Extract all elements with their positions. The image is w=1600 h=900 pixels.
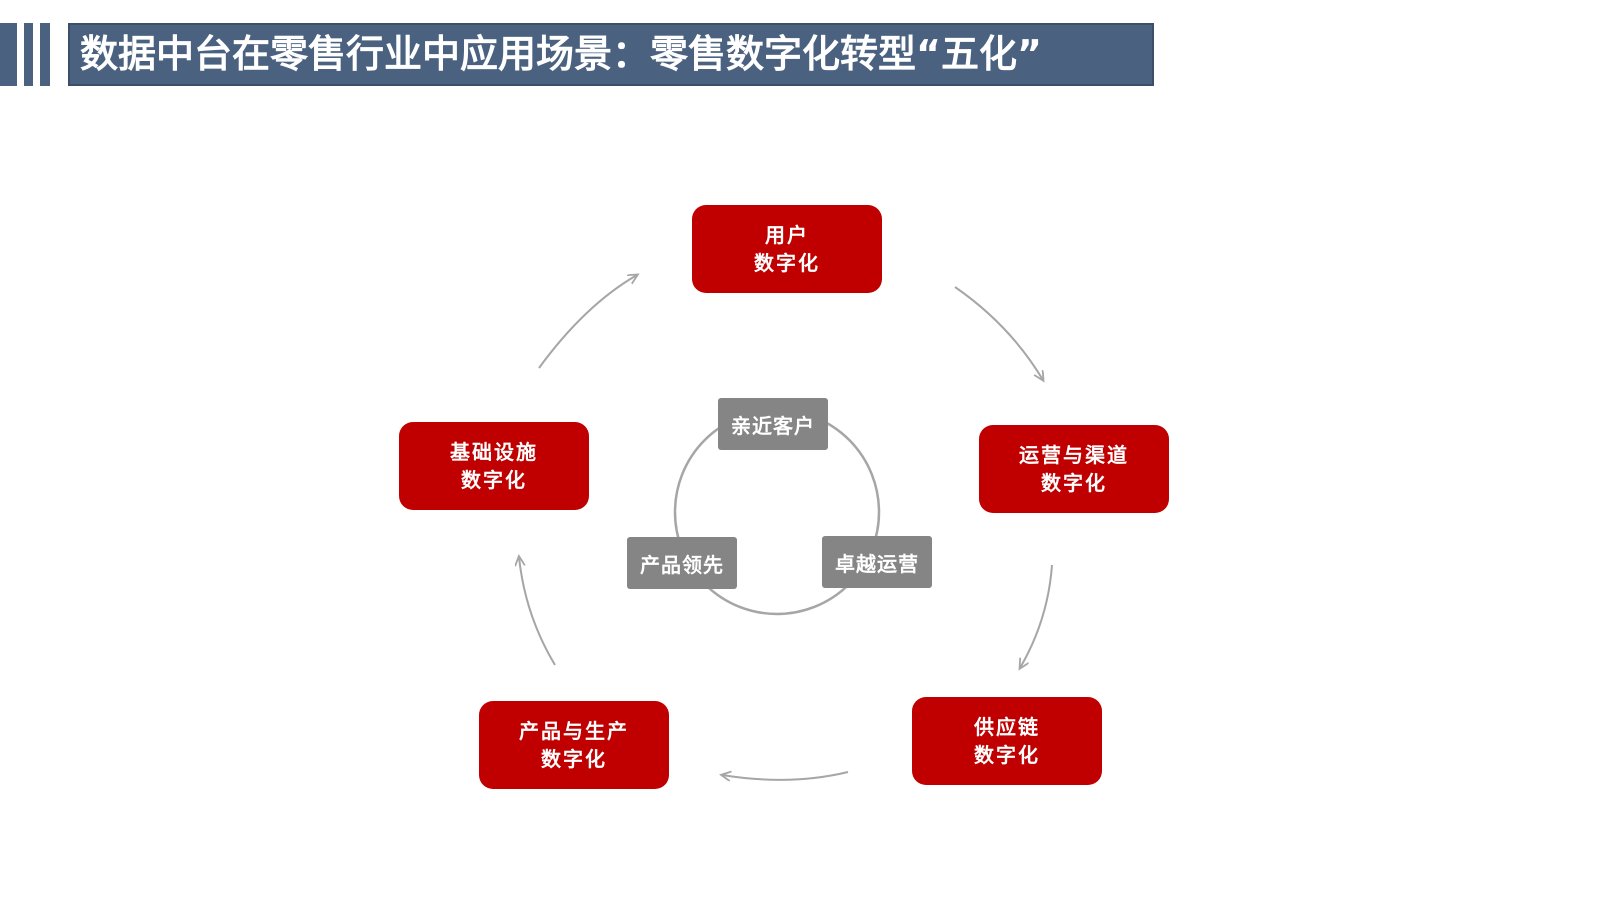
inner-node-customer-intimacy: 亲近客户 <box>718 398 828 450</box>
node-label-line2: 数字化 <box>461 468 527 492</box>
node-label-line1: 运营与渠道 <box>1019 443 1129 467</box>
title-stripes-decoration <box>0 23 56 86</box>
inner-node-operational-excellence: 卓越运营 <box>822 536 932 588</box>
node-operations-channel-digitalization: 运营与渠道 数字化 <box>979 425 1169 513</box>
node-supply-chain-digitalization: 供应链 数字化 <box>912 697 1102 785</box>
node-label-line1: 基础设施 <box>450 440 538 464</box>
arrow-infrastructure-to-user <box>538 275 637 369</box>
arrow-supply-to-product <box>722 772 849 780</box>
inner-node-product-leadership: 产品领先 <box>627 537 737 589</box>
node-label-line1: 产品与生产 <box>519 719 629 743</box>
node-label-line2: 数字化 <box>754 251 820 275</box>
node-product-production-digitalization: 产品与生产 数字化 <box>479 701 669 789</box>
node-infrastructure-digitalization: 基础设施 数字化 <box>399 422 589 510</box>
inner-node-label: 卓越运营 <box>835 551 919 576</box>
node-label-line1: 供应链 <box>974 715 1040 739</box>
node-user-digitalization: 用户 数字化 <box>692 205 882 293</box>
arrow-user-to-operations <box>954 286 1043 380</box>
node-label-line2: 数字化 <box>974 743 1040 767</box>
arrow-operations-to-supply <box>1020 564 1053 668</box>
node-label-line1: 用户 <box>765 223 809 247</box>
node-label-line2: 数字化 <box>541 747 607 771</box>
node-label-line2: 数字化 <box>1041 471 1107 495</box>
page-title: 数据中台在零售行业中应用场景：零售数字化转型“五化” <box>68 23 1154 86</box>
inner-node-label: 产品领先 <box>640 552 724 577</box>
inner-node-label: 亲近客户 <box>731 413 815 438</box>
arrow-product-to-infrastructure <box>519 557 556 666</box>
